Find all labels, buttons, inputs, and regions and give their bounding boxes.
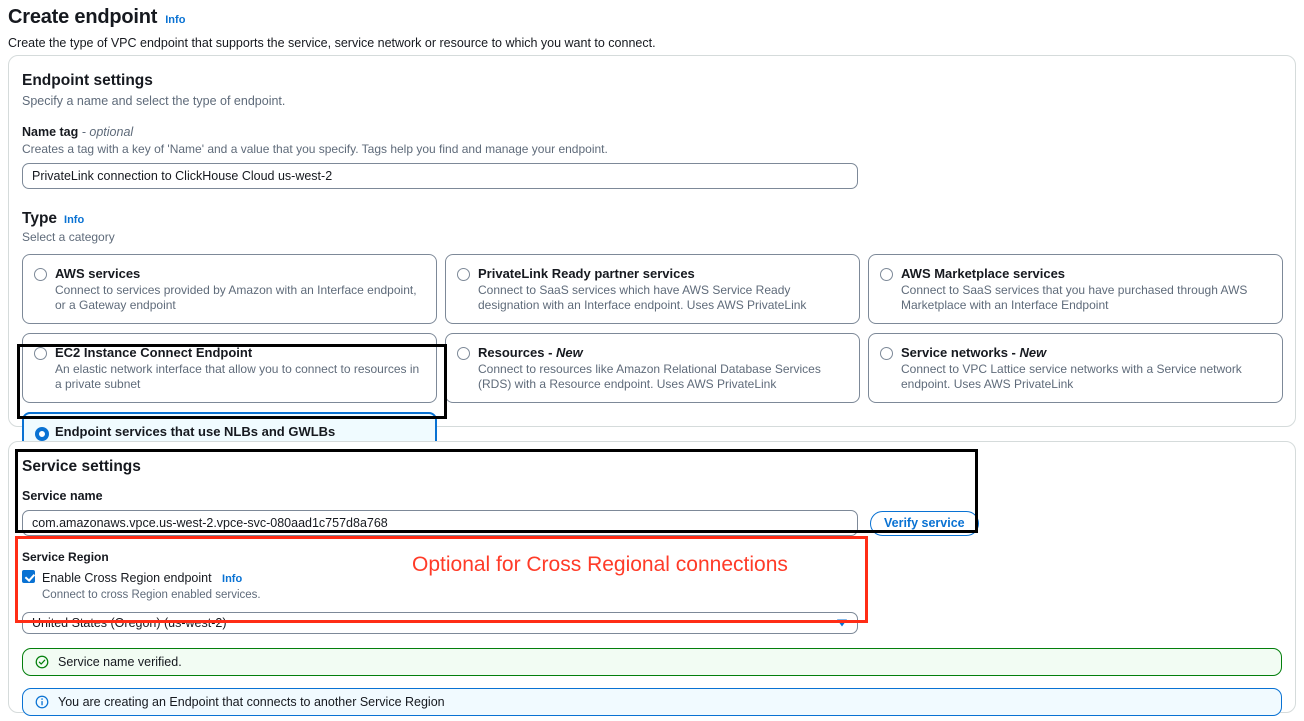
radio-icon[interactable] (880, 347, 893, 360)
type-option-description: An elastic network interface that allow … (55, 362, 420, 391)
alert-cross-region-notice: You are creating an Endpoint that connec… (22, 688, 1282, 716)
type-option-description: Connect to VPC Lattice service networks … (901, 362, 1242, 391)
service-settings-title: Service settings (22, 458, 141, 475)
chevron-down-icon[interactable] (837, 619, 847, 627)
service-name-label: Service name (22, 489, 103, 503)
page-info-link[interactable]: Info (165, 14, 186, 26)
service-settings-panel: Service settings Service name Verify ser… (8, 441, 1296, 716)
type-subtitle: Select a category (22, 230, 115, 244)
type-options-grid: AWS services Connect to services provide… (22, 254, 1283, 512)
endpoint-settings-panel: Endpoint settings Specify a name and sel… (8, 55, 1296, 512)
name-tag-label: Name tag - optional (22, 124, 1282, 140)
type-option-title: EC2 Instance Connect Endpoint (55, 345, 253, 360)
info-circle-icon (35, 695, 49, 709)
enable-cross-region-label: Enable Cross Region endpoint (42, 571, 212, 585)
service-region-label: Service Region (22, 550, 109, 564)
type-option-service-networks[interactable]: Service networks - New Connect to VPC La… (868, 333, 1283, 403)
type-option-title: Resources - New (478, 345, 583, 360)
page-header: Create endpoint Info Create the type of … (0, 0, 1304, 51)
type-option-description: Connect to services provided by Amazon w… (55, 283, 417, 312)
type-option-title: AWS Marketplace services (901, 266, 1066, 281)
radio-icon[interactable] (457, 347, 470, 360)
type-option-aws-services[interactable]: AWS services Connect to services provide… (22, 254, 437, 324)
service-name-input[interactable] (22, 510, 858, 536)
alerts-container: Service name verified. You are creating … (22, 648, 1282, 716)
enable-cross-region-hint: Connect to cross Region enabled services… (42, 589, 261, 601)
alert-message: You are creating an Endpoint that connec… (58, 695, 445, 709)
radio-icon[interactable] (34, 268, 47, 281)
new-badge: New (1019, 345, 1047, 360)
type-option-title: PrivateLink Ready partner services (478, 266, 695, 281)
name-tag-optional-suffix: - optional (81, 125, 134, 139)
type-option-title: AWS services (55, 266, 141, 281)
service-name-field: Service name Verify service (22, 488, 1282, 536)
service-region-selected-value: United States (Oregon) (us-west-2) (32, 616, 227, 630)
page-description: Create the type of VPC endpoint that sup… (8, 36, 656, 50)
name-tag-field: Name tag - optional Creates a tag with a… (22, 124, 1282, 189)
endpoint-settings-description: Specify a name and select the type of en… (22, 94, 286, 108)
type-option-privatelink-ready-partner-services[interactable]: PrivateLink Ready partner services Conne… (445, 254, 860, 324)
title-row: Create endpoint Info (8, 4, 1296, 30)
type-section-header: Type Info (22, 209, 1282, 229)
name-tag-label-text: Name tag (22, 125, 79, 139)
checkbox-checked-icon[interactable] (22, 570, 35, 583)
type-option-title: Endpoint services that use NLBs and GWLB… (55, 424, 336, 439)
service-region-block: Service Region Enable Cross Region endpo… (22, 550, 1282, 634)
alert-message: Service name verified. (58, 655, 182, 669)
radio-selected-icon[interactable] (35, 427, 49, 441)
cross-region-info-link[interactable]: Info (222, 573, 243, 585)
type-option-description: Connect to resources like Amazon Relatio… (478, 362, 821, 391)
type-info-link[interactable]: Info (64, 214, 85, 226)
type-option-resources[interactable]: Resources - New Connect to resources lik… (445, 333, 860, 403)
alert-service-name-verified: Service name verified. (22, 648, 1282, 676)
radio-icon[interactable] (880, 268, 893, 281)
name-tag-input[interactable] (22, 163, 858, 189)
new-badge: New (556, 345, 583, 360)
enable-cross-region-row[interactable]: Enable Cross Region endpoint Info Connec… (22, 569, 1282, 603)
type-option-description: Connect to SaaS services which have AWS … (478, 283, 807, 312)
radio-icon[interactable] (34, 347, 47, 360)
name-tag-hint: Creates a tag with a key of 'Name' and a… (22, 142, 608, 156)
type-option-aws-marketplace-services[interactable]: AWS Marketplace services Connect to SaaS… (868, 254, 1283, 324)
endpoint-settings-title: Endpoint settings (22, 72, 153, 89)
verify-service-button[interactable]: Verify service (870, 510, 979, 536)
radio-icon[interactable] (457, 268, 470, 281)
service-region-select[interactable]: United States (Oregon) (us-west-2) (22, 612, 858, 634)
type-option-ec2-instance-connect-endpoint[interactable]: EC2 Instance Connect Endpoint An elastic… (22, 333, 437, 403)
type-option-description: Connect to SaaS services that you have p… (901, 283, 1248, 312)
check-circle-icon (35, 655, 49, 669)
page-title: Create endpoint (8, 6, 158, 28)
type-label: Type (22, 210, 58, 227)
type-option-title: Service networks - New (901, 345, 1047, 360)
service-name-row: Verify service (22, 510, 1282, 536)
